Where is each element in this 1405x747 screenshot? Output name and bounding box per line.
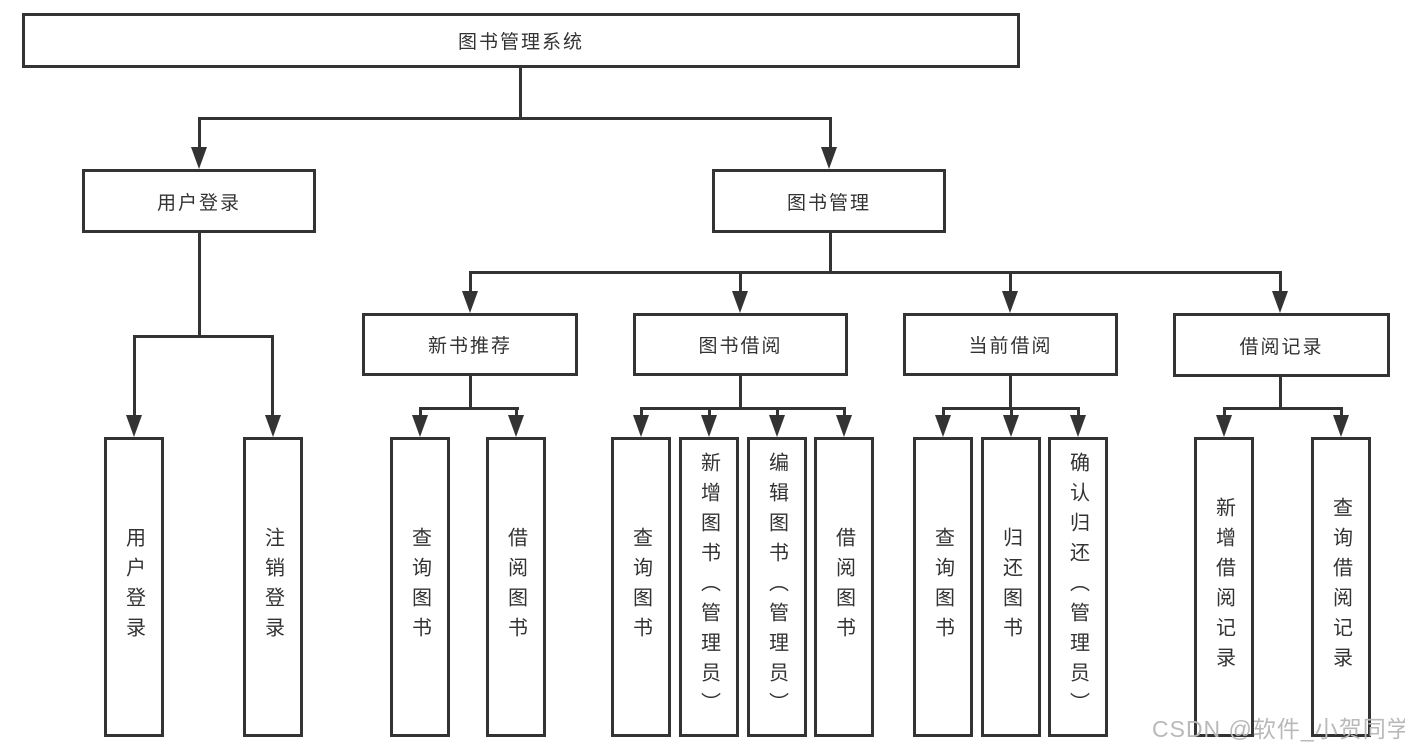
connector-line xyxy=(133,335,136,416)
connector-line xyxy=(519,68,522,118)
leaf-borrowing-edit-books-admin-label: 编辑图书（管理员） xyxy=(765,452,788,722)
connector-line xyxy=(1009,271,1012,293)
arrow-down-icon xyxy=(1003,415,1019,437)
connector-line xyxy=(469,271,472,293)
arrow-down-icon xyxy=(633,415,649,437)
leaf-logout: 注销登录 xyxy=(243,437,303,737)
node-book-borrowing: 图书借阅 xyxy=(633,313,848,376)
connector-line xyxy=(843,407,846,419)
node-root-label: 图书管理系统 xyxy=(457,32,584,53)
arrow-down-icon xyxy=(821,147,837,169)
connector-line xyxy=(515,407,518,419)
leaf-records-add-record-label: 新增借阅记录 xyxy=(1212,497,1235,677)
connector-line xyxy=(419,407,422,419)
connector-line xyxy=(942,407,945,419)
leaf-recommend-borrow-books: 借阅图书 xyxy=(486,437,546,737)
connector-line xyxy=(829,117,832,148)
arrow-down-icon xyxy=(191,147,207,169)
leaf-borrowing-add-books-admin-label: 新增图书（管理员） xyxy=(697,452,720,722)
leaf-user-login: 用户登录 xyxy=(104,437,164,737)
leaf-current-return-books: 归还图书 xyxy=(981,437,1041,737)
connector-line xyxy=(469,376,472,409)
leaf-recommend-search-books-label: 查询图书 xyxy=(408,527,431,647)
leaf-current-return-books-label: 归还图书 xyxy=(999,527,1022,647)
leaf-records-search-record: 查询借阅记录 xyxy=(1311,437,1371,737)
arrow-down-icon xyxy=(508,415,524,437)
connector-line xyxy=(829,233,832,274)
connector-line xyxy=(739,376,742,409)
leaf-borrowing-search-books-label: 查询图书 xyxy=(629,527,652,647)
node-book-management-label: 图书管理 xyxy=(786,192,871,214)
arrow-down-icon xyxy=(769,415,785,437)
connector-line xyxy=(1340,407,1343,419)
arrow-down-icon xyxy=(836,415,852,437)
arrow-down-icon xyxy=(1002,291,1018,313)
connector-line xyxy=(1010,407,1013,419)
arrow-down-icon xyxy=(732,291,748,313)
node-current-borrowing: 当前借阅 xyxy=(903,313,1118,376)
node-user-login-label: 用户登录 xyxy=(156,192,241,214)
arrow-down-icon xyxy=(265,415,281,437)
connector-line xyxy=(739,271,742,293)
arrow-down-icon xyxy=(462,291,478,313)
node-current-borrowing-label: 当前借阅 xyxy=(968,336,1053,357)
watermark: CSDN @软件_小贺同学 xyxy=(1152,716,1405,742)
connector-line xyxy=(1077,407,1080,419)
connector-line xyxy=(1279,271,1282,293)
connector-line xyxy=(1223,407,1343,410)
connector-line xyxy=(271,335,274,416)
connector-line xyxy=(708,407,711,419)
connector-line xyxy=(640,407,846,410)
node-book-borrowing-label: 图书借阅 xyxy=(698,336,783,357)
arrow-down-icon xyxy=(412,415,428,437)
leaf-records-add-record: 新增借阅记录 xyxy=(1194,437,1254,737)
connector-line xyxy=(1009,376,1012,409)
leaf-current-search-books: 查询图书 xyxy=(913,437,973,737)
arrow-down-icon xyxy=(701,415,717,437)
connector-line xyxy=(198,117,832,120)
arrow-down-icon xyxy=(1070,415,1086,437)
leaf-recommend-borrow-books-label: 借阅图书 xyxy=(504,527,527,647)
connector-line xyxy=(469,271,1282,274)
leaf-current-confirm-return-admin-label: 确认归还（管理员） xyxy=(1066,452,1089,722)
arrow-down-icon xyxy=(935,415,951,437)
connector-line xyxy=(198,233,201,337)
leaf-borrowing-add-books-admin: 新增图书（管理员） xyxy=(679,437,739,737)
leaf-logout-label: 注销登录 xyxy=(261,527,284,647)
node-user-login: 用户登录 xyxy=(82,169,316,233)
node-book-management: 图书管理 xyxy=(712,169,946,233)
leaf-borrowing-borrow-books-label: 借阅图书 xyxy=(832,527,855,647)
connector-line xyxy=(419,407,519,410)
connector-line xyxy=(1223,407,1226,419)
connector-line xyxy=(776,407,779,419)
arrow-down-icon xyxy=(1272,291,1288,313)
node-root: 图书管理系统 xyxy=(22,13,1020,68)
leaf-borrowing-edit-books-admin: 编辑图书（管理员） xyxy=(747,437,807,737)
leaf-borrowing-borrow-books: 借阅图书 xyxy=(814,437,874,737)
leaf-current-search-books-label: 查询图书 xyxy=(931,527,954,647)
leaf-recommend-search-books: 查询图书 xyxy=(390,437,450,737)
leaf-borrowing-search-books: 查询图书 xyxy=(611,437,671,737)
node-new-book-recommend: 新书推荐 xyxy=(362,313,578,376)
connector-line xyxy=(198,117,201,148)
node-new-book-recommend-label: 新书推荐 xyxy=(427,336,512,357)
leaf-current-confirm-return-admin: 确认归还（管理员） xyxy=(1048,437,1108,737)
connector-line xyxy=(133,335,274,338)
connector-line xyxy=(1279,377,1282,409)
arrow-down-icon xyxy=(1333,415,1349,437)
node-borrowing-records-label: 借阅记录 xyxy=(1239,336,1324,358)
connector-line xyxy=(640,407,643,419)
leaf-user-login-label: 用户登录 xyxy=(122,527,145,647)
arrow-down-icon xyxy=(126,415,142,437)
node-borrowing-records: 借阅记录 xyxy=(1173,313,1390,377)
leaf-records-search-record-label: 查询借阅记录 xyxy=(1329,497,1352,677)
arrow-down-icon xyxy=(1216,415,1232,437)
